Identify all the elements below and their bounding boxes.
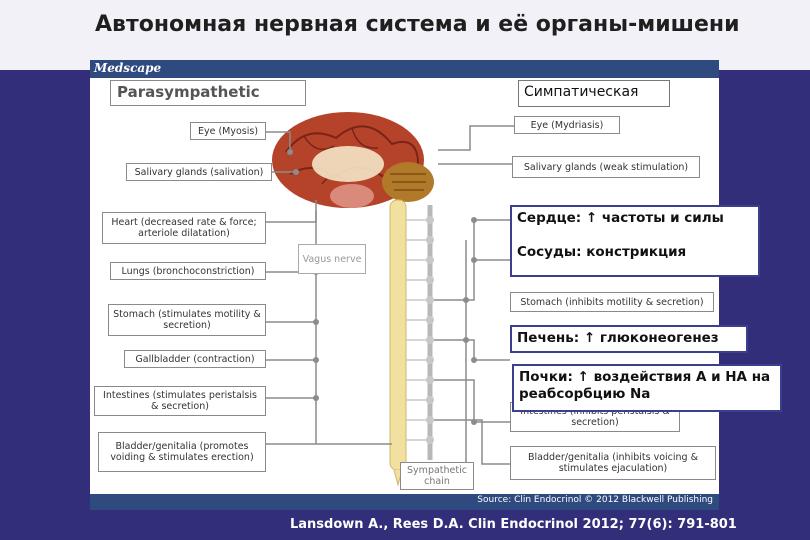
symp-label-bladder: Bladder/genitalia (inhibits voicing & st… — [510, 446, 716, 480]
spinal-cord — [389, 199, 407, 471]
publisher-brand: Medscape — [94, 61, 162, 75]
symp-label-salivary: Salivary glands (weak stimulation) — [512, 156, 700, 178]
slide-title: Автономная нервная система и её органы-м… — [95, 12, 740, 37]
para-label-bladder: Bladder/genitalia (promotes voiding & st… — [98, 432, 266, 472]
para-label-gallbladder: Gallbladder (contraction) — [124, 350, 266, 368]
parasympathetic-title: Parasympathetic — [110, 80, 306, 106]
figure-source: Source: Clin Endocrinol © 2012 Blackwell… — [477, 495, 713, 505]
symp-label-stomach: Stomach (inhibits motility & secretion) — [510, 292, 714, 312]
para-label-intestines: Intestines (stimulates peristalsis & sec… — [94, 386, 266, 416]
para-label-eye: Eye (Myosis) — [190, 122, 266, 140]
figure-footer-bar: Source: Clin Endocrinol © 2012 Blackwell… — [90, 494, 719, 510]
callout-heart: Сердце: ↑ частоты и силы — [517, 210, 724, 226]
para-label-salivary: Salivary glands (salivation) — [126, 163, 272, 181]
sympathetic-chain-label: Sympathetic chain — [400, 462, 474, 490]
diagram-figure: Medscape — [90, 60, 719, 510]
nerve-wiring — [266, 112, 514, 487]
callout-kidneys: Почки: ↑ воздействия А и НА на реабсорбц… — [512, 364, 782, 412]
symp-label-eye: Eye (Mydriasis) — [514, 116, 620, 134]
figure-header-bar: Medscape — [90, 60, 719, 78]
callout-heart-vessels: Сердце: ↑ частоты и силы Сосуды: констри… — [510, 205, 760, 277]
callout-sympathetic: Симпатическая — [518, 80, 670, 107]
vagus-nerve-label: Vagus nerve — [298, 244, 366, 274]
slide-header: Автономная нервная система и её органы-м… — [0, 0, 810, 70]
callout-liver: Печень: ↑ глюконеогенез — [510, 325, 748, 353]
para-label-stomach: Stomach (stimulates motility & secretion… — [108, 304, 266, 336]
para-label-lungs: Lungs (bronchoconstriction) — [110, 262, 266, 280]
callout-vessels: Сосуды: констрикция — [517, 244, 687, 260]
para-label-heart: Heart (decreased rate & force; arteriole… — [102, 212, 266, 244]
brain-illustration — [272, 112, 434, 208]
slide-citation: Lansdown A., Rees D.A. Clin Endocrinol 2… — [290, 517, 737, 532]
